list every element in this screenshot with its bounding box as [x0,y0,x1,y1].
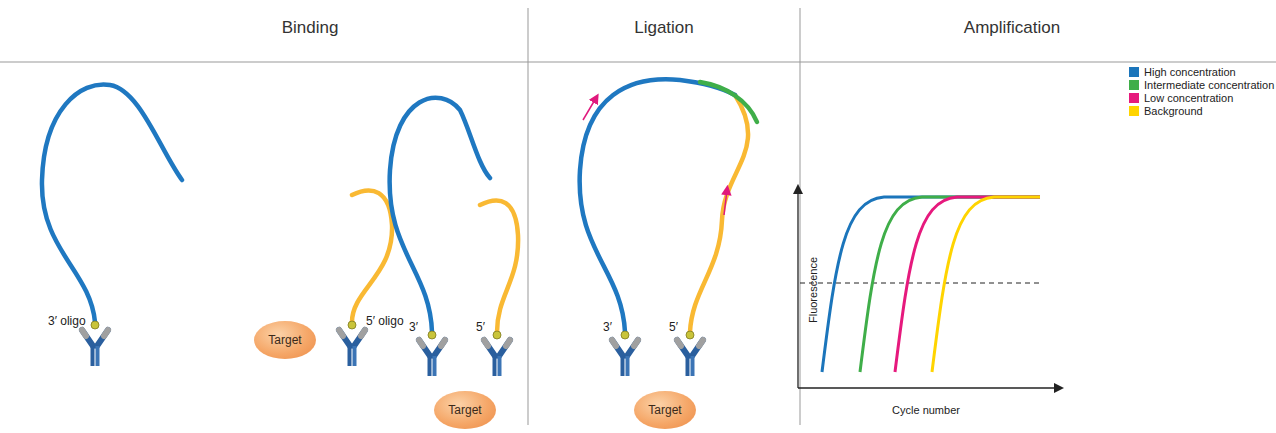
header-rule [0,62,1276,63]
amplification-curve [822,197,1040,372]
antibody [612,331,638,376]
target-label: Target [648,403,681,417]
amplification-curve [860,197,1040,372]
oligo-strand [42,84,182,322]
target-label: Target [268,333,301,347]
oligo-strand [580,79,735,332]
extension-arrow [583,98,596,120]
antibody [677,331,703,376]
oligo-strand [352,190,392,322]
legend-entry: Background [1129,105,1203,117]
y-axis [797,186,798,388]
legend-swatch [1129,67,1139,77]
panel-divider [528,8,529,425]
legend-text: Background [1144,105,1203,117]
strand-label: 3′ [603,320,612,334]
legend-swatch [1129,80,1139,90]
section-heading: Binding [282,18,339,38]
x-axis [798,387,1062,388]
axis-label: Fluorescence [807,257,819,323]
legend-text: High concentration [1144,66,1236,78]
strand-label: 5′ [669,320,678,334]
section-heading: Amplification [964,18,1060,38]
legend-text: Intermediate concentration [1144,79,1274,91]
extension-arrow [724,190,727,215]
oligo-strand [700,82,757,122]
oligo-strand [480,200,518,332]
strand-label: 3′ oligo [48,314,86,328]
legend-entry: High concentration [1129,66,1236,78]
amplification-curve [932,197,1040,372]
section-heading: Ligation [634,18,694,38]
oligo-strand [390,98,490,332]
strand-label: 5′ oligo [366,314,404,328]
amplification-curve [895,197,1040,372]
legend-entry: Low concentration [1129,92,1233,104]
strand-label: 5′ [476,320,485,334]
legend-swatch [1129,106,1139,116]
antibody [339,321,365,366]
antibody [82,321,108,366]
strand-label: 3′ [409,320,418,334]
target-protein: Target [434,391,496,429]
axis-label: Cycle number [892,404,960,416]
target-protein: Target [634,391,696,429]
antibody [419,331,445,376]
panel-divider [800,8,801,425]
target-protein: Target [254,321,316,359]
legend-swatch [1129,93,1139,103]
target-label: Target [448,403,481,417]
legend-text: Low concentration [1144,92,1233,104]
oligo-strand [690,95,748,332]
antibody [484,331,510,376]
legend-entry: Intermediate concentration [1129,79,1274,91]
